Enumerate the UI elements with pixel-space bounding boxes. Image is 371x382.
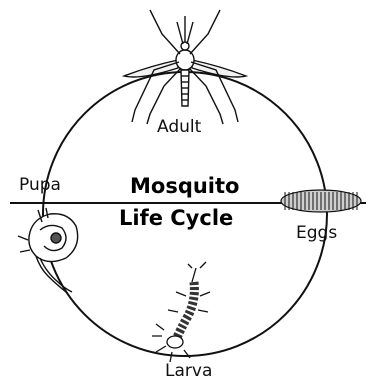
adult-mosquito-icon	[124, 10, 246, 124]
diagram-title-line-1: Mosquito	[130, 174, 239, 198]
stage-label-larva: Larva	[165, 361, 212, 381]
stage-label-eggs: Eggs	[296, 223, 337, 243]
eggs-raft-icon	[281, 190, 361, 212]
diagram-title-line-2: Life Cycle	[119, 206, 233, 230]
stage-label-adult: Adult	[157, 117, 202, 137]
stage-label-pupa: Pupa	[19, 175, 61, 195]
larva-icon	[152, 262, 210, 362]
pupa-icon	[18, 208, 78, 292]
